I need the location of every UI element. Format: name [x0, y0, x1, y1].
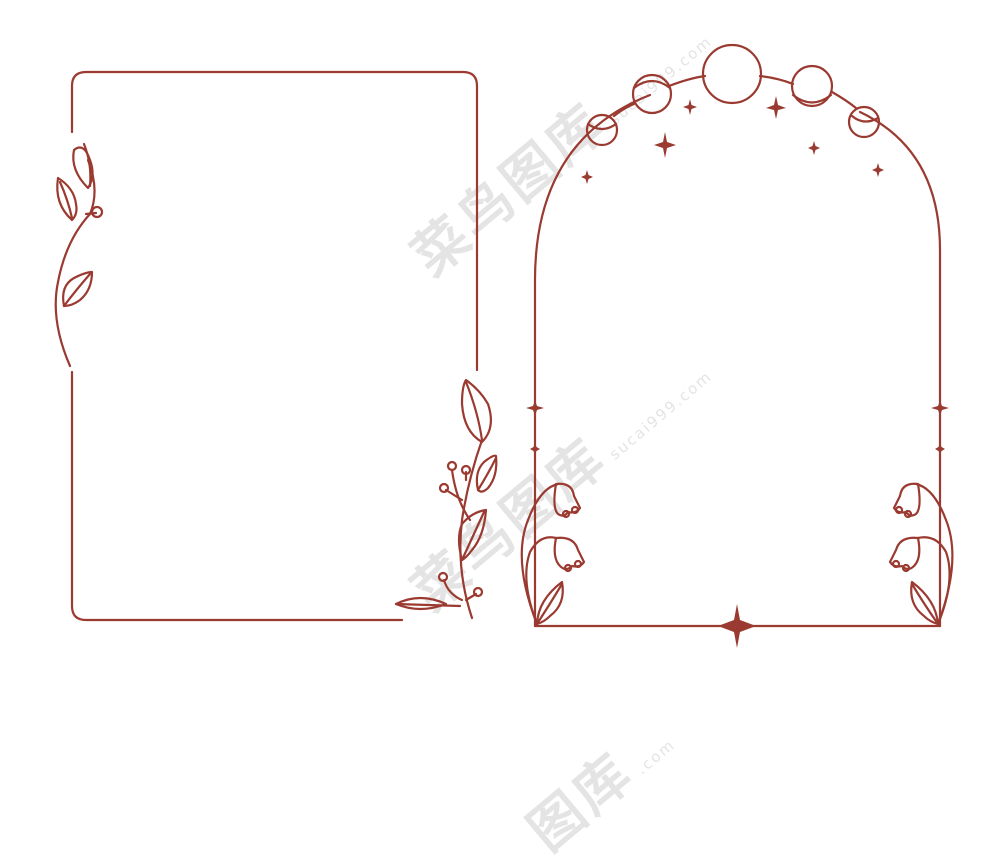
stars: [526, 96, 949, 648]
moon-phases: [585, 43, 881, 147]
rectangle-frame: [70, 70, 479, 622]
left-vine-ornament: [54, 142, 104, 368]
arch-frame: [533, 74, 942, 628]
line-art-canvas: [54, 43, 954, 648]
right-lily-flowers: [888, 482, 954, 626]
left-lily-flowers: [520, 482, 586, 626]
bottom-right-vine-ornament: [394, 378, 498, 620]
